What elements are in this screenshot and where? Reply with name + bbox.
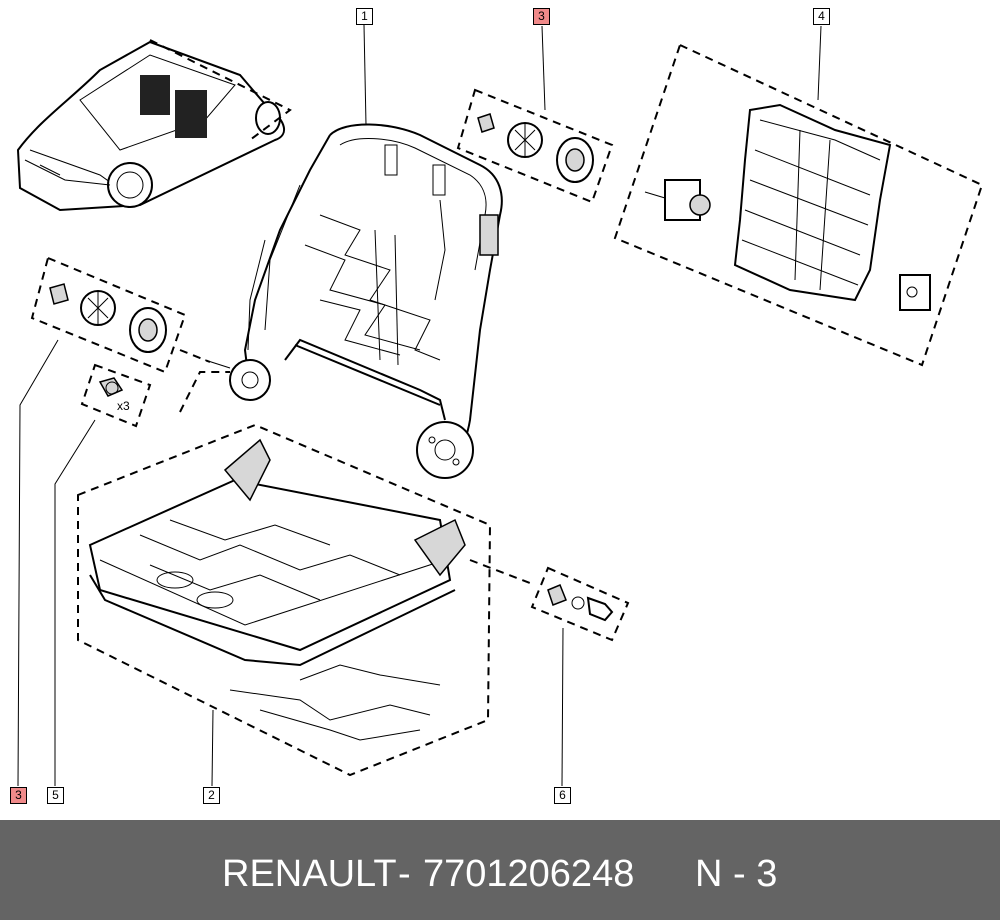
callout-2: 2 [203,787,220,804]
footer-brand: RENAULT [222,853,397,895]
recliner-knob-set-top [456,88,614,204]
seat-cushion-frame [77,423,536,777]
pivot-bolt-set [530,566,630,642]
seat-frame-exploded-diagram [16,24,984,787]
callout-6: 6 [554,787,571,804]
recliner-knob-set-left [30,256,211,374]
seat-back-frame [204,123,503,479]
footer-part-number: 7701206248 [423,853,635,895]
callout-4: 4 [813,8,830,25]
nut-set [80,363,230,428]
callout-5: 5 [47,787,64,804]
footer-bar: RENAULT - 7701206248 N - 3 [0,820,1000,920]
callout-3-top: 3 [533,8,550,25]
quantity-label: x3 [117,399,130,413]
footer-position: N - 3 [695,853,778,895]
callout-1: 1 [356,8,373,25]
backrest-panel-assembly [613,43,984,367]
leader-lines [17,24,822,787]
car-illustration [16,39,292,212]
footer-separator: - [398,853,411,895]
callout-3-bottom: 3 [10,787,27,804]
